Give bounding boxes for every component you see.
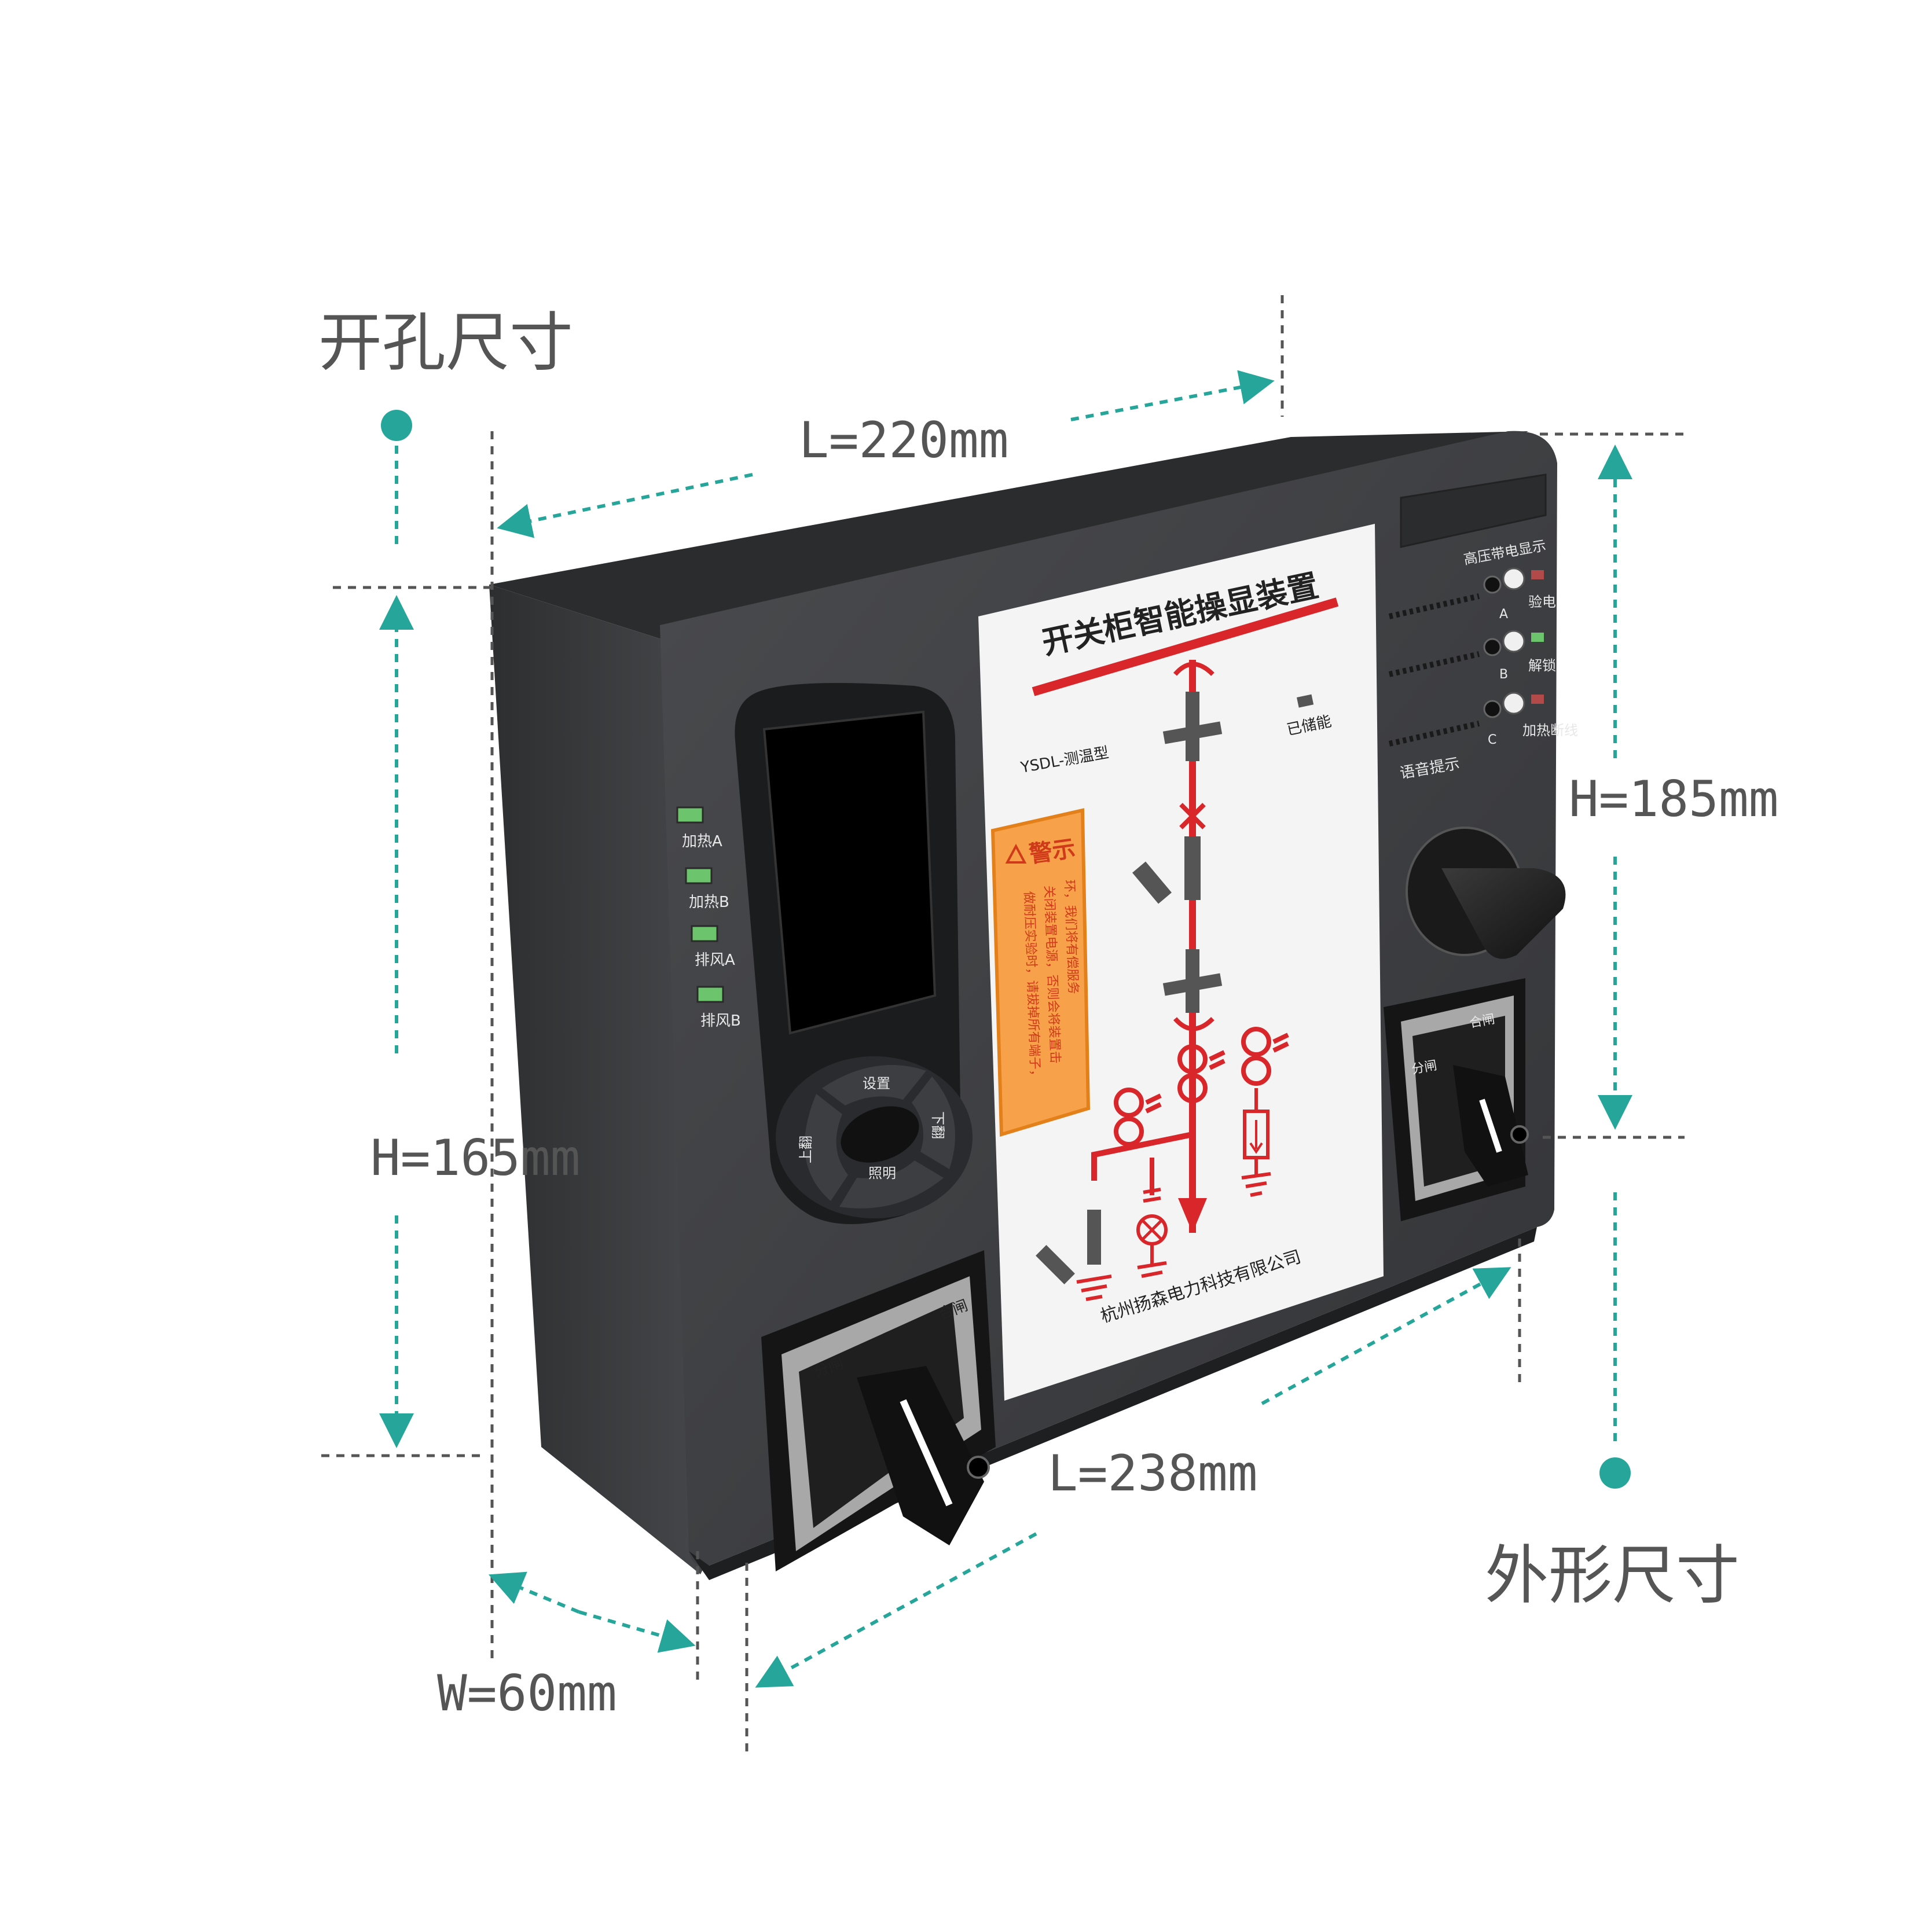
phase-c-indicator (1483, 700, 1502, 718)
outline-length-arrow-left (755, 1532, 1037, 1688)
outline-length-label: L=238mm (1048, 1445, 1257, 1503)
rotary-knob[interactable] (1406, 827, 1566, 959)
heater-break-label: 加热断线 (1522, 722, 1578, 739)
keypad-up-button[interactable] (822, 1065, 926, 1105)
width-arrow-right (578, 1610, 696, 1653)
led-label-fan-a: 排风A (695, 952, 735, 969)
warning-title: 警示 (1028, 835, 1077, 868)
keypad-right-button[interactable] (912, 1077, 955, 1169)
outline-marker-dot (1599, 1457, 1631, 1489)
keypad-center-button[interactable] (833, 1096, 927, 1173)
outline-size-label: 外形尺寸 (1485, 1538, 1740, 1613)
keypad-left-button[interactable] (805, 1094, 848, 1201)
width-label: W=60mm (437, 1665, 617, 1722)
lcd-keypad-bezel: 设置 下翻 上翻 照明 (735, 683, 973, 1224)
verify-led (1531, 570, 1544, 579)
width-arrow-left (488, 1571, 580, 1614)
phase-b-label: B (1499, 667, 1508, 682)
keypad-up-label: 设置 (863, 1075, 890, 1092)
right-changeover-switch[interactable]: 分闸 合闸 (1384, 978, 1529, 1221)
warning-sign: 警示 环，我们将有偿服务 关闭装置电源，否则会将装置击 做耐压实验时，请拔掉所有… (990, 808, 1091, 1137)
phase-b-indicator (1483, 638, 1502, 656)
cutout-length-arrow-left (497, 473, 753, 538)
heater-break-button[interactable] (1502, 692, 1525, 715)
speaker-grille (1388, 593, 1480, 747)
led-fan-b (696, 986, 724, 1003)
led-heater-a (676, 806, 704, 824)
keypad-down-label: 照明 (868, 1165, 896, 1181)
keypad-down-button[interactable] (839, 1160, 944, 1209)
led-heater-b (685, 867, 713, 884)
heater-break-led (1531, 695, 1544, 704)
dimension-guides (321, 295, 1685, 1757)
cutout-length-arrow-right (1070, 370, 1275, 421)
phase-a-label: A (1499, 607, 1508, 622)
keypad-right-label: 下翻 (930, 1111, 946, 1139)
earth-switch-icon (1036, 1210, 1112, 1301)
left-led-panel: 加热A 加热B 排风A 排风B (676, 806, 741, 1030)
keypad-left-label: 上翻 (798, 1136, 814, 1163)
stored-energy-led (1296, 694, 1314, 708)
breaker-switch-icon (1132, 836, 1201, 904)
left-switch-handle[interactable] (857, 1366, 984, 1545)
right-indicator-panel: 高压带电显示 A 验电 B 解锁 C 加热断线 语音提示 (1388, 473, 1578, 783)
current-transformer-icon (1114, 1027, 1289, 1147)
cutout-length-label: L=220mm (799, 412, 1008, 469)
led-label-heater-b: 加热B (689, 894, 729, 911)
dimension-arrows (379, 370, 1632, 1688)
led-fan-a (691, 925, 718, 942)
outline-length-arrow-right (1261, 1267, 1511, 1405)
cutout-marker-dot (381, 410, 412, 441)
phase-c-label: C (1488, 733, 1496, 747)
lcd-screen (762, 710, 937, 1035)
left-changeover-switch[interactable]: 分闸 合闸 (761, 1250, 996, 1571)
indicator-lamp-icon (1136, 1188, 1168, 1278)
phase-a-indicator (1483, 575, 1502, 594)
led-label-heater-a: 加热A (682, 833, 722, 850)
surge-arrester-icon (1241, 1088, 1271, 1197)
breaker-x-icon (1179, 803, 1206, 829)
led-label-fan-b: 排风B (700, 1012, 741, 1030)
mimic-panel: 开关柜智能操显装置 YSDL-测温型 已储能 (978, 524, 1384, 1401)
unlock-label: 解锁 (1528, 658, 1556, 674)
cutout-height-label: H=165mm (370, 1129, 580, 1187)
top-right-display-window (1400, 473, 1547, 548)
outline-height-label: H=185mm (1569, 770, 1778, 828)
verify-button[interactable] (1502, 567, 1525, 590)
cutout-size-label: 开孔尺寸 (318, 306, 573, 380)
unlock-button[interactable] (1502, 630, 1525, 653)
warning-triangle-icon (1005, 843, 1027, 864)
upper-plug-connector-icon (1162, 662, 1223, 761)
unlock-led (1531, 633, 1544, 642)
lower-plug-connector-icon (1162, 949, 1223, 1031)
verify-label: 验电 (1528, 594, 1556, 610)
